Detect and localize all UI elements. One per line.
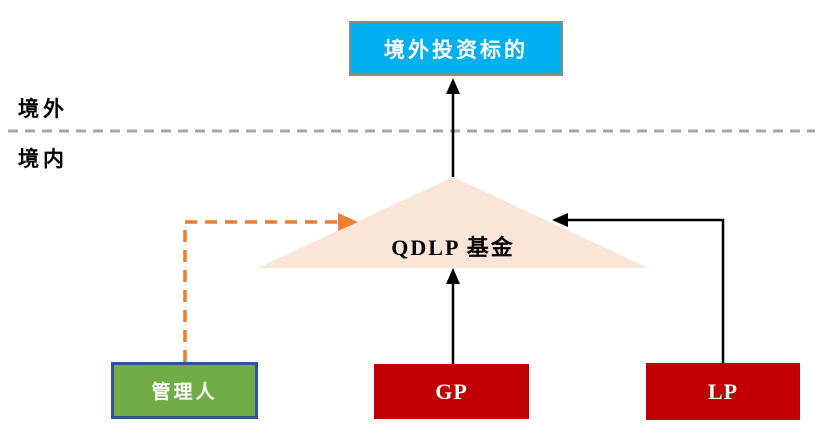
arrow-manager-to-fund xyxy=(183,213,358,362)
fund-triangle-shape xyxy=(258,177,648,268)
arrow-gp-to-fund xyxy=(446,268,460,364)
lp-label: LP xyxy=(707,378,739,404)
region-label-domestic: 境内 xyxy=(18,147,68,171)
lp-box: LP xyxy=(646,363,800,420)
fund-triangle-label: QDLP 基金 xyxy=(391,235,515,260)
overseas-target-box: 境外投资标的 xyxy=(349,21,563,76)
manager-box: 管理人 xyxy=(111,362,258,419)
arrow-lp-to-fund xyxy=(552,213,725,363)
gp-box: GP xyxy=(374,364,529,419)
gp-label: GP xyxy=(435,378,468,404)
manager-label: 管理人 xyxy=(151,381,218,403)
overseas-target-label: 境外投资标的 xyxy=(384,37,528,62)
region-label-overseas: 境外 xyxy=(18,97,68,121)
arrow-fund-to-target xyxy=(446,78,460,177)
